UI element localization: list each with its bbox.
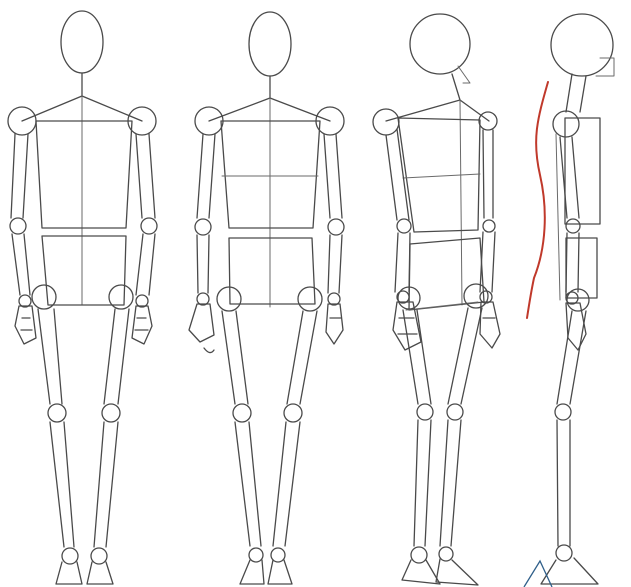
hand-right xyxy=(480,302,500,348)
elbow-joint-left xyxy=(195,219,211,235)
thigh-right xyxy=(104,309,129,404)
hand-left xyxy=(189,304,214,353)
hip-joint-right xyxy=(298,287,322,311)
elbow-joint-left xyxy=(397,219,411,233)
thigh-left xyxy=(38,309,62,404)
neck xyxy=(566,74,586,112)
upper-arm-right xyxy=(324,134,342,218)
hand-right xyxy=(132,306,152,344)
elbow-joint-right xyxy=(328,219,344,235)
figure-front-view xyxy=(8,11,157,584)
upper-arm-left xyxy=(197,134,215,218)
knee-joint-left xyxy=(233,404,251,422)
ankle-joint xyxy=(556,545,572,561)
jaw xyxy=(458,66,470,83)
torso xyxy=(36,121,132,228)
upper-arm-left xyxy=(11,134,28,218)
figure-three-quarter-view xyxy=(373,14,500,585)
wrist-joint-left xyxy=(19,295,31,307)
knee-joint xyxy=(555,404,571,420)
wrist-joint-right xyxy=(328,293,340,305)
elbow-joint xyxy=(566,219,580,233)
forearm-right xyxy=(136,234,155,295)
shoulder-joint xyxy=(553,111,579,137)
shin-left xyxy=(50,422,74,547)
shin-right xyxy=(273,422,300,546)
foot-right xyxy=(436,559,478,585)
pelvis xyxy=(229,238,315,304)
shin-left xyxy=(235,422,261,546)
shin xyxy=(557,420,570,546)
forearm-left xyxy=(395,233,410,292)
hand-right xyxy=(326,304,343,344)
foot-left xyxy=(240,560,264,584)
ankle-joint-right xyxy=(439,547,453,561)
head xyxy=(551,14,613,76)
figure-side-view xyxy=(527,14,614,584)
head xyxy=(249,12,291,76)
thigh-left xyxy=(222,311,248,404)
knee-joint-left xyxy=(48,404,66,422)
knee-joint-right xyxy=(284,404,302,422)
head xyxy=(410,14,470,74)
wrist-joint-right xyxy=(136,295,148,307)
elbow-joint-left xyxy=(10,218,26,234)
spine-curve xyxy=(527,82,548,318)
thigh xyxy=(557,311,586,404)
forearm-right xyxy=(328,235,342,293)
elbow-joint-right xyxy=(483,220,495,232)
foot-left xyxy=(402,560,440,584)
wrist-joint-left xyxy=(197,293,209,305)
shin-right xyxy=(440,420,461,546)
shoulder-joint-left xyxy=(373,109,399,135)
chest-line xyxy=(403,174,480,178)
upper-arm xyxy=(560,137,579,218)
spine-line xyxy=(460,100,462,305)
torso-back-line xyxy=(556,134,560,300)
ankle-joint-left xyxy=(249,548,263,562)
hand-left xyxy=(15,306,36,344)
foot-right xyxy=(87,562,113,584)
knee-joint-right xyxy=(102,404,120,422)
forearm-left xyxy=(197,235,209,293)
knee-joint-right xyxy=(447,404,463,420)
hip-joint-left xyxy=(32,285,56,309)
upper-arm-right xyxy=(136,134,155,218)
wrist-joint-right xyxy=(480,291,492,303)
hip-joint-right xyxy=(464,284,488,308)
foot-left xyxy=(56,562,82,584)
thigh-right xyxy=(287,311,317,404)
elbow-joint-right xyxy=(141,218,157,234)
foot-right xyxy=(268,560,292,584)
ankle-joint-left xyxy=(411,547,427,563)
hip-joint-left xyxy=(217,287,241,311)
forearm xyxy=(566,233,579,292)
figure-back-view xyxy=(189,12,344,584)
thigh-right xyxy=(448,308,482,404)
head xyxy=(61,11,103,73)
knee-joint-left xyxy=(417,404,433,420)
ankle-joint-left xyxy=(62,548,78,564)
neck xyxy=(452,74,460,100)
forearm-left xyxy=(12,234,30,295)
jaw-box xyxy=(596,58,614,76)
shin-right xyxy=(94,422,118,547)
pelvis xyxy=(42,236,126,305)
shin-left xyxy=(414,420,431,546)
ankle-joint-right xyxy=(91,548,107,564)
torso xyxy=(565,118,600,224)
upper-arm-right xyxy=(483,130,493,218)
foot xyxy=(541,558,598,584)
